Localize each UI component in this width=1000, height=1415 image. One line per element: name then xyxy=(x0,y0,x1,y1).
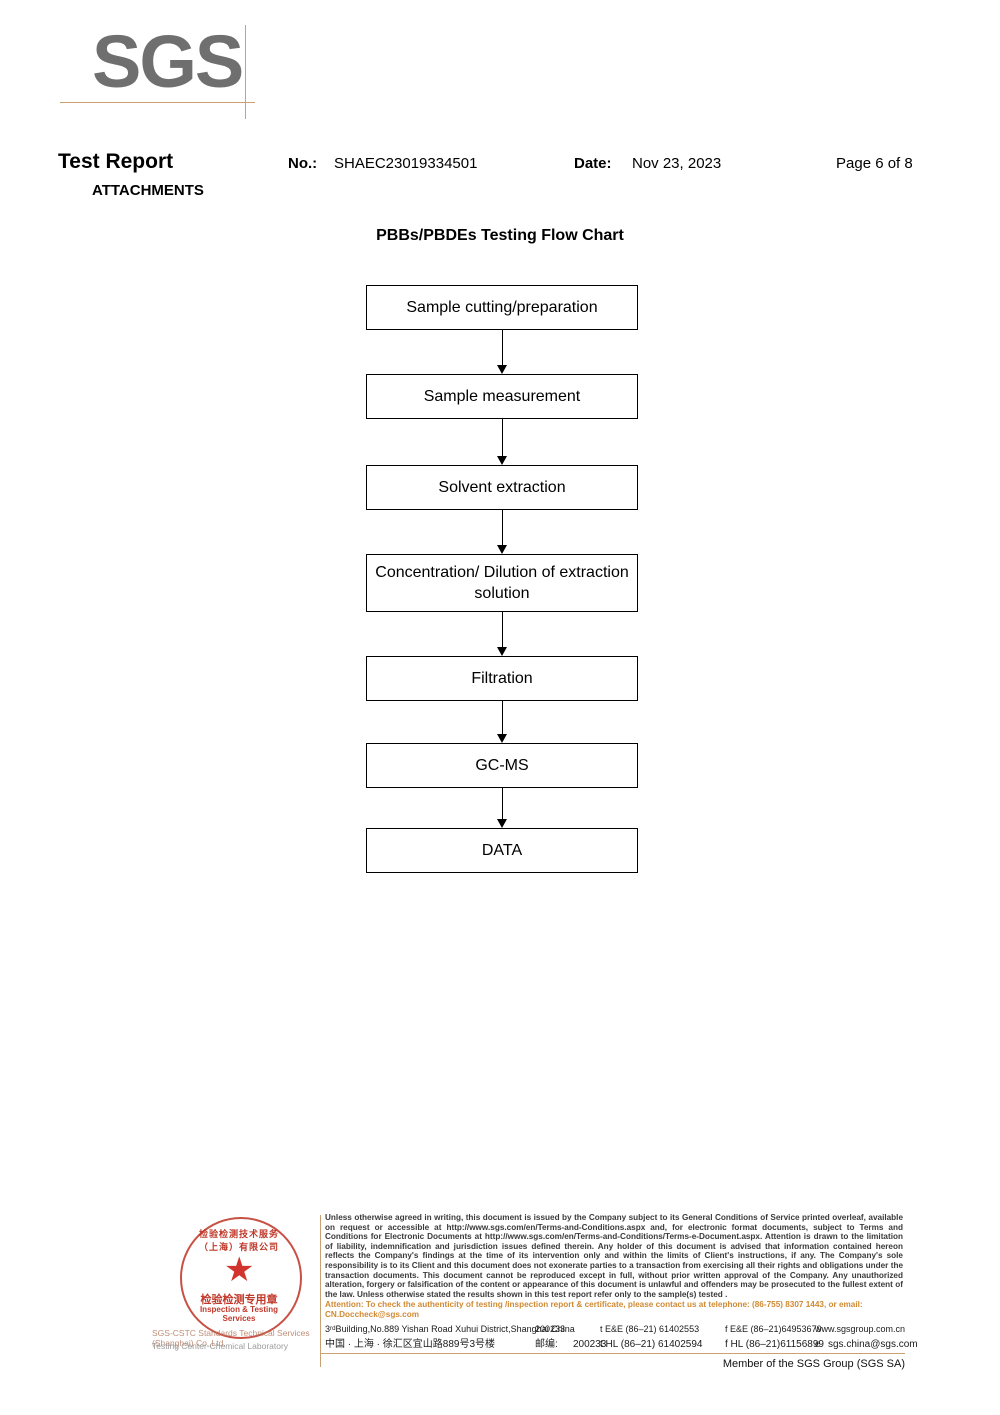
address-row-en: 3ʳᵈBuilding,No.889 Yishan Road Xuhui Dis… xyxy=(325,1321,905,1337)
flow-arrow-5 xyxy=(366,701,638,743)
report-number-label: No.: xyxy=(288,155,318,172)
flow-chart: Sample cutting/preparation Sample measur… xyxy=(366,285,640,873)
flow-step-7: DATA xyxy=(366,828,638,873)
seal-overlay-line-2: Testing Center-Chemical Laboratory xyxy=(152,1341,289,1351)
flow-arrow-1 xyxy=(366,330,638,374)
member-of-group-text: Member of the SGS Group (SGS SA) xyxy=(722,1358,905,1370)
postcode-english: 200233 xyxy=(535,1324,566,1334)
page-footer xyxy=(0,1195,1000,1415)
logo-vertical-rule xyxy=(245,25,246,119)
logo-horizontal-rule xyxy=(60,102,255,103)
flow-step-label: DATA xyxy=(481,841,523,859)
report-date-value: Nov 23, 2023 xyxy=(632,155,722,172)
telephone-ee: t E&E (86–21) 61402553 xyxy=(600,1324,700,1334)
fax-hl: f HL (86–21)61156899 xyxy=(725,1339,824,1350)
sgs-logo-text: SGS xyxy=(92,20,244,103)
flow-step-6: GC-MS xyxy=(366,743,638,788)
flow-chart-title: PBBs/PBDEs Testing Flow Chart xyxy=(376,227,624,244)
sgs-logo-block: SGS xyxy=(0,0,1000,140)
footer-horizontal-rule xyxy=(320,1353,905,1354)
seal-chinese-company-name: 检验检测技术服务（上海）有限公司 xyxy=(198,1229,279,1252)
page-subtitle: ATTACHMENTS xyxy=(92,182,204,199)
postcode-chinese-label: 邮编: xyxy=(535,1339,558,1350)
report-date-label: Date: xyxy=(574,155,612,172)
address-block: 3ʳᵈBuilding,No.889 Yishan Road Xuhui Dis… xyxy=(325,1321,918,1353)
report-number-value: SHAEC23019334501 xyxy=(334,155,478,172)
flow-step-label: Filtration xyxy=(471,669,533,687)
page-title: Test Report xyxy=(58,150,174,173)
flow-step-5: Filtration xyxy=(366,656,638,701)
seal-english-text: Inspection & Testing Services xyxy=(199,1305,279,1323)
flow-arrow-2 xyxy=(366,419,638,465)
star-icon: ★ xyxy=(224,1251,255,1289)
company-seal-stamp: 检验检测技术服务（上海）有限公司 ★ 检验检测专用章 Inspection & … xyxy=(152,1213,332,1363)
telephone-hl: t HL (86–21) 61402594 xyxy=(600,1339,703,1350)
footer-vertical-rule xyxy=(320,1215,321,1367)
email-prefix: e xyxy=(815,1339,821,1350)
postcode-chinese: 200233 xyxy=(573,1339,607,1350)
seal-overlay-line-1: SGS-CSTC Standards Technical Services (S… xyxy=(152,1328,310,1348)
website-link[interactable]: www.sgsgroup.com.cn xyxy=(815,1324,906,1334)
flow-step-label: GC-MS xyxy=(475,756,529,774)
address-english: 3ʳᵈBuilding,No.889 Yishan Road Xuhui Dis… xyxy=(325,1324,575,1334)
report-header: Test Report ATTACHMENTS No.: SHAEC230193… xyxy=(0,150,1000,206)
seal-chinese-text: 检验检测专用章 xyxy=(200,1294,278,1306)
flow-step-label: Concentration/ Dilution of extraction so… xyxy=(375,564,629,602)
address-chinese: 中国 · 上海 · 徐汇区宜山路889号3号楼 xyxy=(325,1339,496,1350)
flow-step-label: Sample measurement xyxy=(423,387,581,405)
flow-arrow-3 xyxy=(366,510,638,554)
fax-ee: f E&E (86–21)64953679 xyxy=(725,1324,822,1334)
flow-arrow-6 xyxy=(366,788,638,828)
seal-circle xyxy=(180,1217,302,1339)
flow-step-4: Concentration/ Dilution of extraction so… xyxy=(366,554,638,612)
flow-step-label: Sample cutting/preparation xyxy=(406,298,598,316)
address-row-cn: 中国 · 上海 · 徐汇区宜山路889号3号楼 邮编: 200233 t HL … xyxy=(325,1337,918,1353)
page-number: Page 6 of 8 xyxy=(836,155,913,172)
attention-notice: Attention: To check the authenticity of … xyxy=(325,1300,863,1319)
email-link[interactable]: sgs.china@sgs.com xyxy=(828,1339,918,1350)
flow-step-3: Solvent extraction xyxy=(366,465,638,510)
flow-step-1: Sample cutting/preparation xyxy=(366,285,638,330)
flow-step-2: Sample measurement xyxy=(366,374,638,419)
legal-disclaimer-text: Unless otherwise agreed in writing, this… xyxy=(325,1213,903,1299)
flow-arrow-4 xyxy=(366,612,638,656)
flow-step-label: Solvent extraction xyxy=(438,478,566,496)
